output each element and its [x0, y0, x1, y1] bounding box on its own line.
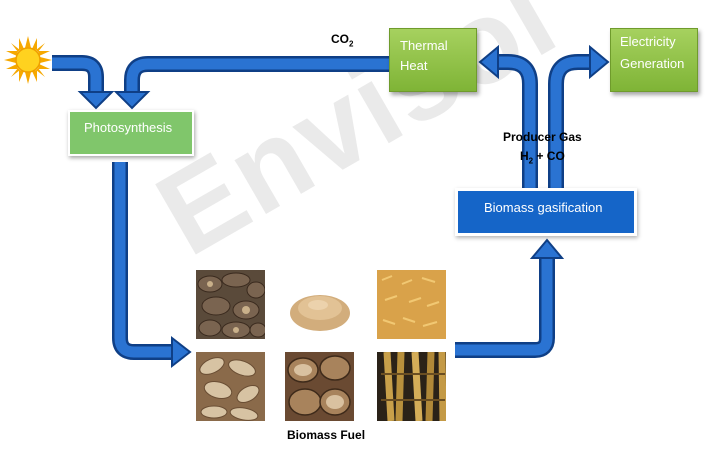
biomass-gasification-node: Biomass gasification	[455, 188, 637, 236]
electricity-label-line1: Electricity	[620, 34, 676, 49]
biomass-gasification-fill: Biomass gasification	[458, 191, 634, 233]
groundnut-shells-image	[196, 352, 265, 421]
h2-co-label: H2 + CO	[520, 149, 565, 165]
electricity-generation-node: Electricity Generation	[610, 28, 698, 92]
fuel-to-gasification-arrow	[455, 258, 555, 358]
sawdust-image	[285, 270, 354, 339]
sun-icon	[4, 36, 52, 84]
co2-subscript: 2	[349, 39, 354, 49]
arrowhead-thermal	[478, 44, 499, 80]
photosynthesis-label: Photosynthesis	[84, 120, 173, 135]
plus-co: + CO	[533, 149, 565, 163]
rice-husk-image	[377, 270, 446, 339]
arrowhead-electricity	[589, 44, 610, 80]
h2-main: H	[520, 149, 529, 163]
thermal-heat-label-line1: Thermal	[400, 38, 448, 53]
wood-chunks-image	[196, 270, 265, 339]
photosynthesis-to-fuel-arrow	[112, 162, 172, 360]
arrowhead-fuel	[171, 335, 192, 369]
bamboo-image	[377, 352, 446, 421]
coconut-shells-image	[285, 352, 354, 421]
co2-label: CO2	[331, 32, 353, 48]
thermal-heat-label-line2: Heat	[400, 58, 428, 73]
arrowhead-gasification	[529, 238, 565, 259]
arrowhead-sun	[77, 91, 115, 110]
thermal-heat-node: Thermal Heat	[389, 28, 477, 92]
co2-main: CO	[331, 32, 349, 46]
biomass-gasification-label: Biomass gasification	[484, 200, 603, 215]
biomass-fuel-label: Biomass Fuel	[287, 428, 366, 442]
h2-subscript: 2	[528, 156, 534, 166]
photosynthesis-node: Photosynthesis	[68, 110, 194, 156]
arrowhead-co2	[113, 91, 151, 110]
producer-gas-label: Producer Gas	[503, 130, 582, 144]
electricity-label-line2: Generation	[620, 56, 685, 71]
